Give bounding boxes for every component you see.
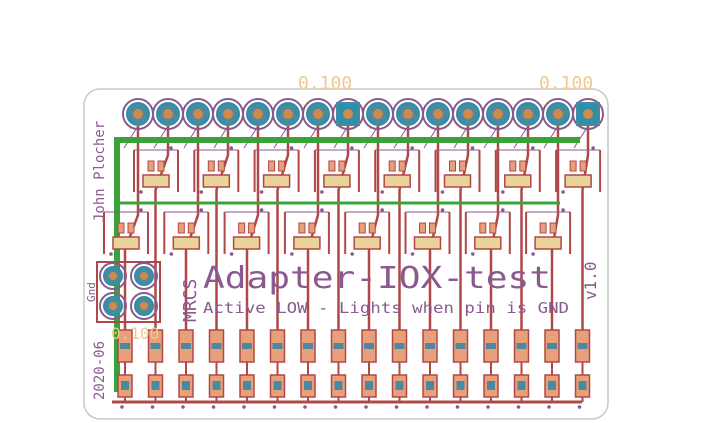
- header-pin: [302, 98, 334, 130]
- author-label: John Plocher: [92, 121, 108, 222]
- smd-column: [544, 329, 560, 409]
- header-pin: [332, 98, 364, 130]
- ground-connector: [96, 261, 161, 323]
- led-footprint: [555, 146, 602, 194]
- led-footprint: [313, 146, 360, 194]
- pitch-label-right: 0.100: [539, 73, 593, 94]
- connector-pin: [99, 262, 127, 290]
- header-pin: [392, 98, 424, 130]
- smd-column: [574, 329, 591, 409]
- smd-column: [391, 329, 408, 409]
- led-footprint: [193, 146, 240, 194]
- smd-column: [269, 329, 286, 409]
- header-pin: [122, 98, 154, 130]
- gnd-label: Gnd: [85, 282, 98, 302]
- led-footprint: [494, 146, 541, 194]
- pitch-label-connector: 0.100: [111, 324, 159, 343]
- smd-column: [330, 329, 347, 409]
- header-pin: [182, 98, 214, 130]
- led-footprint: [223, 208, 270, 256]
- connector-pin: [130, 262, 158, 290]
- led-footprint: [464, 208, 511, 256]
- connector-pin: [99, 292, 127, 320]
- smd-column: [208, 329, 225, 409]
- led-footprint: [374, 146, 421, 194]
- smd-indicator-columns: [117, 329, 591, 409]
- led-row-lower: [103, 208, 572, 256]
- led-footprint: [344, 208, 391, 256]
- board-title: Adapter-IOX-test: [203, 261, 551, 296]
- led-footprint: [103, 208, 149, 256]
- header-pin: [242, 98, 274, 130]
- smd-column: [513, 329, 530, 409]
- smd-column: [239, 329, 255, 409]
- smd-column: [483, 329, 499, 409]
- led-footprint: [525, 208, 572, 256]
- header-pin: [452, 98, 484, 130]
- header-pin: [572, 98, 604, 130]
- pitch-label-left: 0.100: [298, 73, 352, 94]
- pin-header-16: [122, 98, 604, 130]
- header-pin: [542, 98, 574, 130]
- smd-column: [422, 329, 438, 409]
- led-footprint: [133, 146, 179, 194]
- led-row-upper: [133, 146, 602, 194]
- led-footprint: [434, 146, 481, 194]
- led-footprint: [253, 146, 300, 194]
- version-label: v1.0: [581, 261, 600, 300]
- header-pin: [152, 98, 184, 130]
- board-outline: [83, 88, 609, 420]
- header-pin: [212, 98, 244, 130]
- date-label: 2020-06: [92, 341, 108, 400]
- header-pin: [422, 98, 454, 130]
- smd-column: [178, 329, 194, 409]
- smd-column: [117, 329, 133, 409]
- connector-pin: [130, 292, 158, 320]
- smd-column: [452, 329, 469, 409]
- header-pin: [512, 98, 544, 130]
- led-footprint: [283, 208, 330, 256]
- smd-column: [361, 329, 377, 409]
- board-subtitle: Active LOW - Lights when pin is GND: [203, 299, 569, 317]
- header-pin: [362, 98, 394, 130]
- header-pin: [272, 98, 304, 130]
- led-footprint: [404, 208, 451, 256]
- smd-column: [300, 329, 316, 409]
- header-pin: [482, 98, 514, 130]
- led-footprint: [163, 208, 210, 256]
- logo-label: MRCS: [180, 279, 201, 322]
